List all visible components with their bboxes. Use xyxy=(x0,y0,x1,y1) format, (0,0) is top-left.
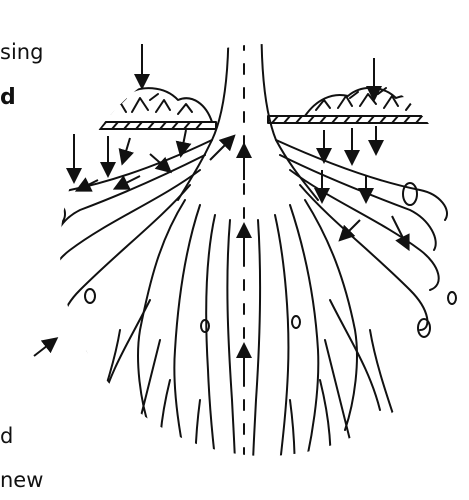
leaf-litter-right xyxy=(305,88,432,116)
soil-surface-left xyxy=(36,122,216,129)
soil-particles xyxy=(51,183,456,362)
trunk xyxy=(178,0,318,470)
soil-surface-right xyxy=(268,116,458,123)
leaf-litter-left xyxy=(78,88,212,122)
root-system xyxy=(43,140,447,500)
